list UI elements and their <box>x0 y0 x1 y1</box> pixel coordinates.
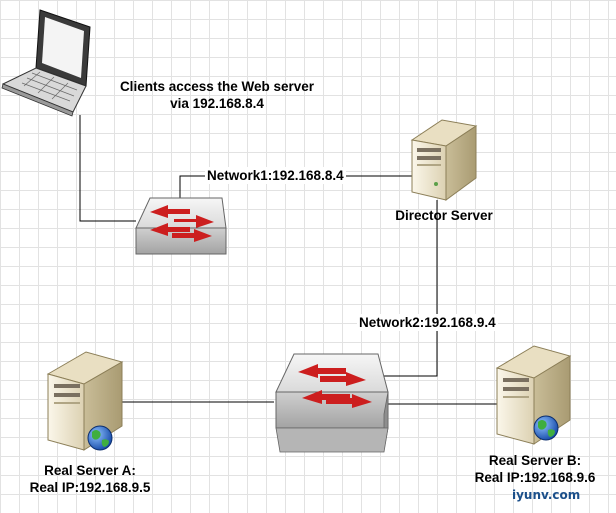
link-laptop-to-switch1 <box>79 115 136 222</box>
network2-label: Network2:192.168.9.4 <box>357 314 498 331</box>
real-server-a-ip: Real IP:192.168.9.5 <box>29 480 151 495</box>
real-server-a-label: Real Server A: Real IP:192.168.9.5 <box>14 462 166 496</box>
real-server-a-icon <box>46 351 124 451</box>
switch-1-icon <box>135 197 227 255</box>
real-server-b-label: Real Server B: Real IP:192.168.9.6 <box>462 452 608 486</box>
watermark: iyunv.com <box>512 488 581 502</box>
network1-label: Network1:192.168.8.4 <box>205 167 346 184</box>
real-server-b-icon <box>495 345 572 445</box>
globe-icon <box>87 425 113 451</box>
clients-label-line2: via 192.168.8.4 <box>170 96 264 111</box>
globe-icon <box>533 415 559 441</box>
real-server-b-name: Real Server B: <box>488 453 582 468</box>
clients-label: Clients access the Web server via 192.16… <box>112 78 322 112</box>
switch-2-icon <box>275 353 389 453</box>
clients-label-line1: Clients access the Web server <box>119 79 315 94</box>
laptop-icon <box>1 9 91 117</box>
link-director-to-switch2 <box>378 200 438 377</box>
real-server-b-ip: Real IP:192.168.9.6 <box>474 470 596 485</box>
director-server-label: Director Server <box>395 208 493 223</box>
real-server-a-name: Real Server A: <box>44 463 136 478</box>
director-server-icon <box>410 119 478 201</box>
